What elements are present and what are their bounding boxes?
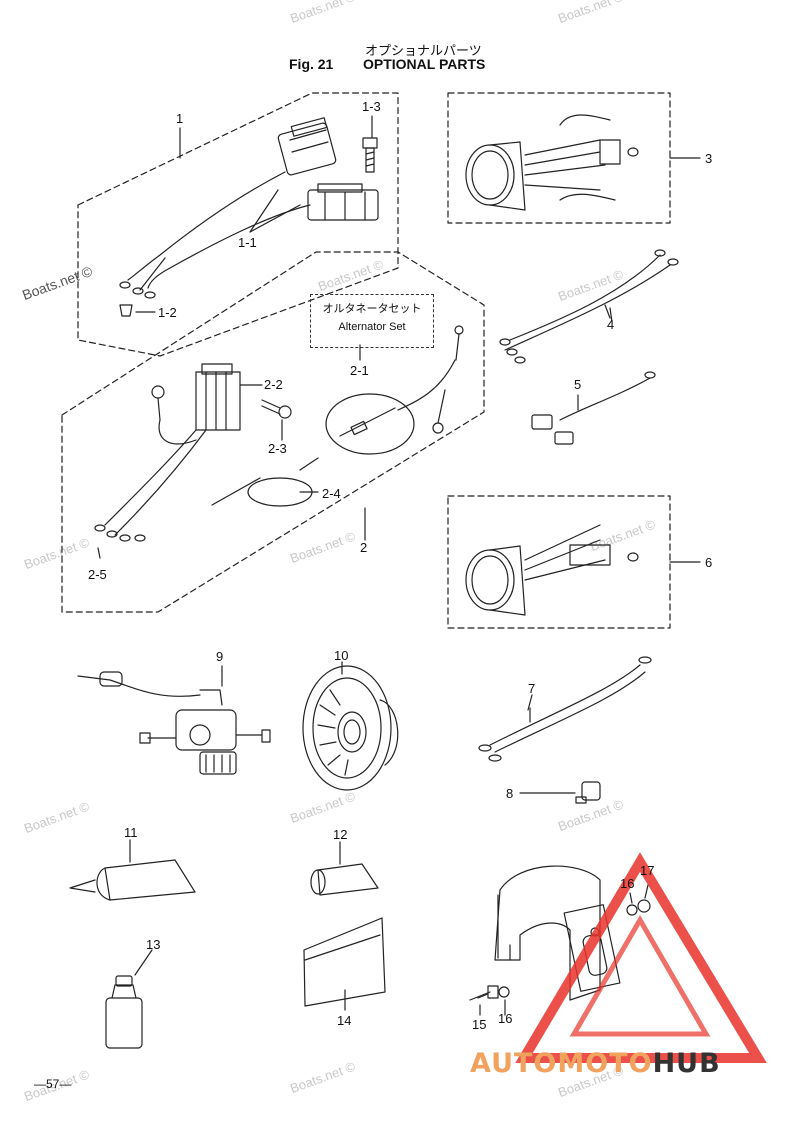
- gauge-6: [465, 524, 639, 616]
- group-3-boundary: [447, 92, 671, 224]
- callout-8: 8: [506, 786, 514, 801]
- gauge-3: [465, 114, 639, 211]
- callout-11: 11: [124, 825, 138, 840]
- bolt-2-3: [261, 399, 292, 419]
- group-2-boundary: [61, 251, 485, 613]
- callout-15: 15: [472, 1017, 487, 1032]
- callout-7: 7: [528, 681, 536, 696]
- callout-13: 13: [146, 937, 161, 952]
- title-english: OPTIONAL PARTS: [363, 56, 486, 72]
- part-10-flywheel: [302, 665, 399, 791]
- alternator-label-en: Alternator Set: [338, 321, 406, 333]
- callout-16-upper: 16: [620, 876, 635, 891]
- callout-6: 6: [705, 555, 713, 570]
- part-14-packet: [303, 917, 386, 1007]
- callout-1: 1: [176, 111, 184, 126]
- alternator-label-jp: オルタネータセット: [322, 303, 422, 315]
- callout-3: 3: [705, 151, 713, 166]
- alternator-set-label: オルタネータセット Alternator Set: [310, 294, 434, 348]
- callout-16-lower: 16: [498, 1011, 513, 1026]
- ignition-coil-upper: [277, 117, 337, 176]
- part-12-small-tube: [310, 863, 379, 896]
- part-11-grease-tube: [69, 859, 196, 901]
- ignition-coil-lower: [307, 183, 379, 221]
- wire-harness-1: [127, 171, 286, 281]
- callout-1-3: 1-3: [362, 99, 381, 114]
- logo-text-part2: HUB: [652, 1048, 721, 1079]
- part-9-fuel-connector: [77, 671, 271, 775]
- part-8-fitting: [575, 781, 601, 804]
- figure-number: Fig. 21: [289, 56, 334, 72]
- callout-1-2: 1-2: [158, 305, 177, 320]
- rectifier-2-2: [195, 363, 241, 431]
- wire-harness-4: [509, 254, 661, 341]
- callout-17: 17: [640, 863, 655, 878]
- callout-2-3: 2-3: [268, 441, 287, 456]
- wire-harness-7: [489, 664, 641, 746]
- part-13-bottle: [105, 975, 143, 1049]
- group-6-boundary: [447, 495, 671, 629]
- grommet-1-2: [119, 304, 133, 317]
- callout-10: 10: [334, 648, 349, 663]
- brand-logo: AUTOMOTOHUB: [470, 1048, 721, 1079]
- callout-9: 9: [216, 649, 224, 664]
- callout-2-4: 2-4: [322, 486, 341, 501]
- wire-harness-5: [559, 377, 651, 421]
- title-japanese: オプショナルパーツ: [365, 43, 482, 58]
- logo-text-part1: AUTOMOTO: [470, 1048, 653, 1079]
- callout-14: 14: [337, 1013, 352, 1028]
- callout-2-5: 2-5: [88, 567, 107, 582]
- wire-harness-2: [104, 429, 197, 526]
- callout-2-2: 2-2: [264, 377, 283, 392]
- callout-1-1: 1-1: [238, 235, 257, 250]
- bolt-1-3: [362, 137, 378, 173]
- logo-triangle: [515, 852, 767, 1063]
- callout-5: 5: [574, 377, 582, 392]
- callout-4: 4: [607, 317, 615, 332]
- connector-detail-2-1: [325, 393, 415, 455]
- callout-12: 12: [333, 827, 348, 842]
- page-number: —57—: [34, 1077, 72, 1091]
- callout-2: 2: [360, 540, 368, 555]
- group-1-boundary: [77, 92, 399, 357]
- callout-2-1: 2-1: [350, 363, 369, 378]
